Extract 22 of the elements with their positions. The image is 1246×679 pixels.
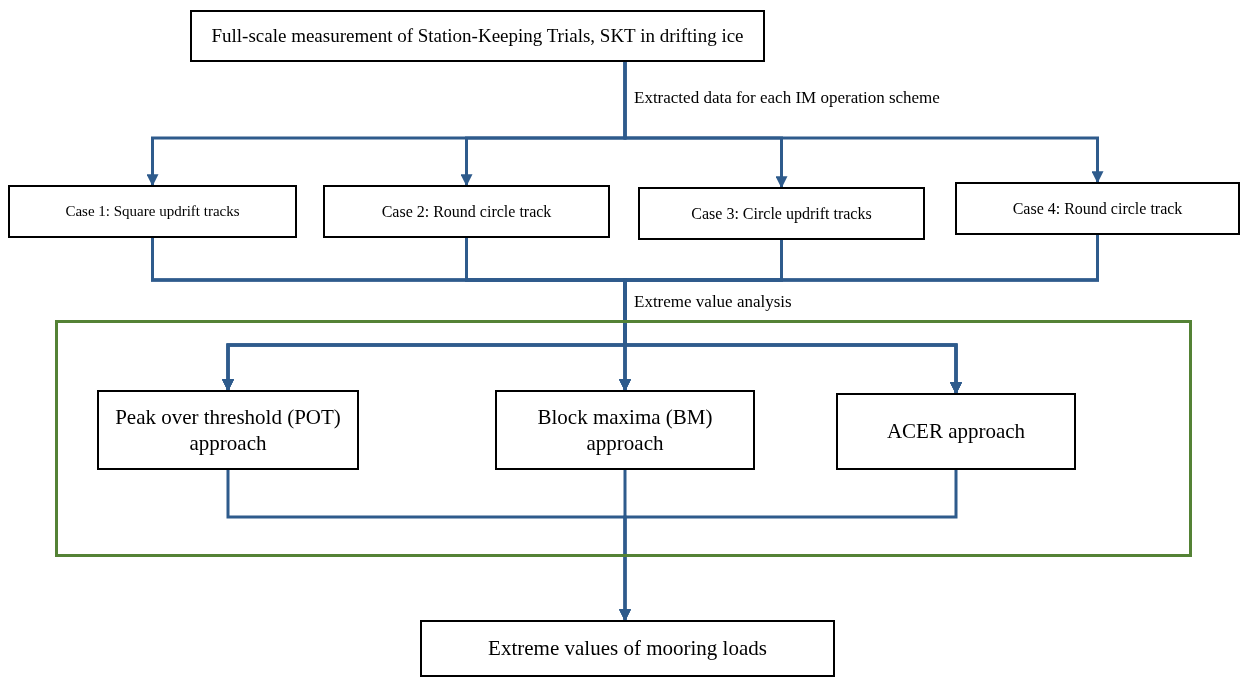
process-box (495, 390, 755, 470)
process-box (323, 185, 610, 238)
box-text: Case 1: Square updrift tracks (65, 202, 240, 221)
edge-label: Extracted data for each IM operation scheme (631, 88, 943, 108)
box-text: Extreme values of mooring loads (488, 635, 767, 662)
arrow (619, 470, 958, 622)
process-box (190, 10, 765, 62)
box-text: Peak over threshold (POT) approach (114, 403, 342, 457)
arrow (623, 62, 1104, 184)
box-text: Case 3: Circle updrift tracks (691, 203, 872, 224)
box-text: Full-scale measurement of Station-Keeping Trials, SKT in drifting ice (211, 24, 744, 48)
box-text: Block maxima (BM) approach (536, 403, 714, 457)
process-box (8, 185, 297, 238)
process-box (638, 187, 925, 240)
process-box (420, 620, 835, 677)
box-text: Case 4: Round circle track (1012, 198, 1183, 219)
box-text: Case 2: Round circle track (381, 201, 552, 222)
process-box (97, 390, 359, 470)
box-text: ACER approach (886, 418, 1026, 445)
group-frame (55, 320, 1192, 557)
process-box (836, 393, 1076, 470)
process-box (955, 182, 1240, 235)
